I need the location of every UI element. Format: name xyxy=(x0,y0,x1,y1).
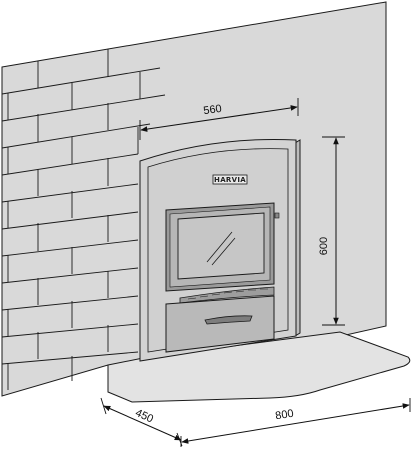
glass-reflection xyxy=(206,231,236,266)
dimension-width-label: 800 xyxy=(275,408,295,423)
brick-pattern xyxy=(1,49,166,390)
dimension-depth: 450 xyxy=(100,397,183,447)
dimension-depth-label: 450 xyxy=(133,407,155,425)
door-latch xyxy=(274,212,280,219)
dimension-height: 600 xyxy=(318,136,345,326)
air-grille xyxy=(179,286,275,304)
ash-drawer-handle xyxy=(204,315,253,325)
dimension-width: 800 xyxy=(180,398,411,447)
dimension-height-label: 600 xyxy=(318,237,330,255)
door-glass xyxy=(177,212,265,280)
logo-text: HARVIA xyxy=(214,176,246,184)
logo-badge xyxy=(212,174,248,185)
grille-slots xyxy=(187,288,268,300)
ash-drawer xyxy=(165,295,275,353)
floor-plate xyxy=(107,331,411,403)
dimension-top-width-label: 560 xyxy=(203,103,223,117)
dimension-top-width: 560 xyxy=(139,98,299,140)
